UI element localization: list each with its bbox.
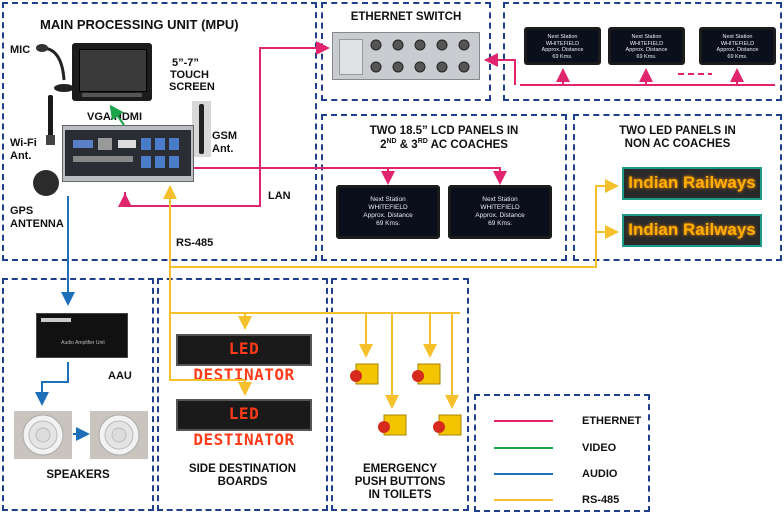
emergency-title-line2: PUSH BUTTONS — [354, 476, 446, 488]
wifi-antenna-base — [46, 135, 55, 145]
led-panel-2: Indian Railways — [622, 214, 762, 247]
mpu-panel — [2, 2, 317, 261]
gsm-label-1: GSM — [212, 130, 238, 142]
video-line — [109, 104, 125, 126]
lcd-panels-title-line1: TWO 18.5” LCD PANELS IN — [369, 125, 519, 137]
gsm-label-2: Ant. — [212, 143, 234, 155]
speaker-1-icon — [14, 411, 72, 459]
emergency-title-line3: IN TOILETS — [368, 489, 432, 501]
push-button-3-icon — [378, 414, 407, 436]
rs485-line-led — [170, 179, 619, 268]
legend-panel — [474, 394, 650, 512]
wifi-label-2: Ant. — [10, 150, 32, 162]
speakers-panel — [2, 278, 154, 511]
wifi-antenna-icon — [48, 95, 53, 137]
speakers-label: SPEAKERS — [46, 469, 110, 481]
ethernet-switch-title: ETHERNET SWITCH — [350, 11, 462, 23]
led-panels-title-line1: TWO LED PANELS IN — [619, 125, 736, 137]
mpu-title: MAIN PROCESSING UNIT (MPU) — [40, 17, 239, 32]
legend-label-rs485: RS-485 — [582, 494, 620, 506]
gps-label-2: ANTENNA — [10, 218, 64, 230]
push-button-4-icon — [433, 414, 462, 436]
touch-screen-device — [72, 43, 152, 101]
legend-label-video: VIDEO — [582, 442, 617, 454]
rs485-label: RS-485 — [176, 237, 214, 249]
led-panel-1: Indian Railways — [622, 167, 762, 200]
emergency-title-line1: EMERGENCY — [362, 463, 438, 475]
ethernet-line-mpu-switch — [124, 41, 330, 207]
aau-device: Audio Amplifier Unit — [36, 313, 128, 358]
led-panels-title-line2: NON AC COACHES — [624, 138, 731, 150]
mpu-box-device — [62, 125, 194, 182]
mic-icon — [36, 44, 74, 92]
mic-label: MIC — [10, 44, 31, 56]
lcd-panels-panel — [321, 114, 567, 261]
legend-label-audio: AUDIO — [582, 468, 618, 480]
gps-label-1: GPS — [10, 205, 34, 217]
ethernet-line-switch-remote — [485, 59, 775, 86]
speaker-2-icon — [90, 411, 148, 459]
wifi-label-1: Wi-Fi — [10, 137, 37, 149]
ethernet-switch-device — [332, 32, 480, 80]
side-board-2: LED DESTINATOR — [176, 399, 312, 449]
rs485-line-main — [169, 190, 245, 381]
audio-line-aau-speaker — [35, 362, 69, 406]
rs485-line-board-1 — [170, 312, 252, 330]
side-board-1: LED DESTINATOR — [176, 334, 312, 384]
push-button-1-icon — [350, 363, 379, 385]
side-boards-panel — [157, 278, 328, 511]
ethernet-line-lcd — [194, 167, 501, 179]
gps-antenna-icon — [33, 170, 59, 196]
side-boards-title-line2: BOARDS — [217, 476, 268, 488]
emergency-panel — [331, 278, 469, 511]
aau-device-text: Audio Amplifier Unit — [61, 340, 105, 346]
led-panels-panel — [573, 114, 782, 261]
touch-screen-label-1: 5”-7” — [172, 57, 199, 69]
ethernet-switch-ports-icon — [370, 39, 470, 73]
push-button-2-icon — [412, 363, 441, 385]
remote-lcd-panel — [503, 2, 782, 101]
side-boards-title-line1: SIDE DESTINATION — [188, 463, 297, 475]
lan-label: LAN — [268, 190, 291, 202]
legend-label-ethernet: ETHERNET — [582, 415, 642, 427]
touch-screen-label-3: SCREEN — [169, 81, 215, 93]
aau-label: AAU — [108, 370, 132, 382]
gsm-antenna-icon — [192, 101, 211, 157]
lcd-panels-title-line2: 2ND & 3RD AC COACHES — [380, 138, 508, 151]
touch-screen-label-2: TOUCH — [170, 69, 209, 81]
